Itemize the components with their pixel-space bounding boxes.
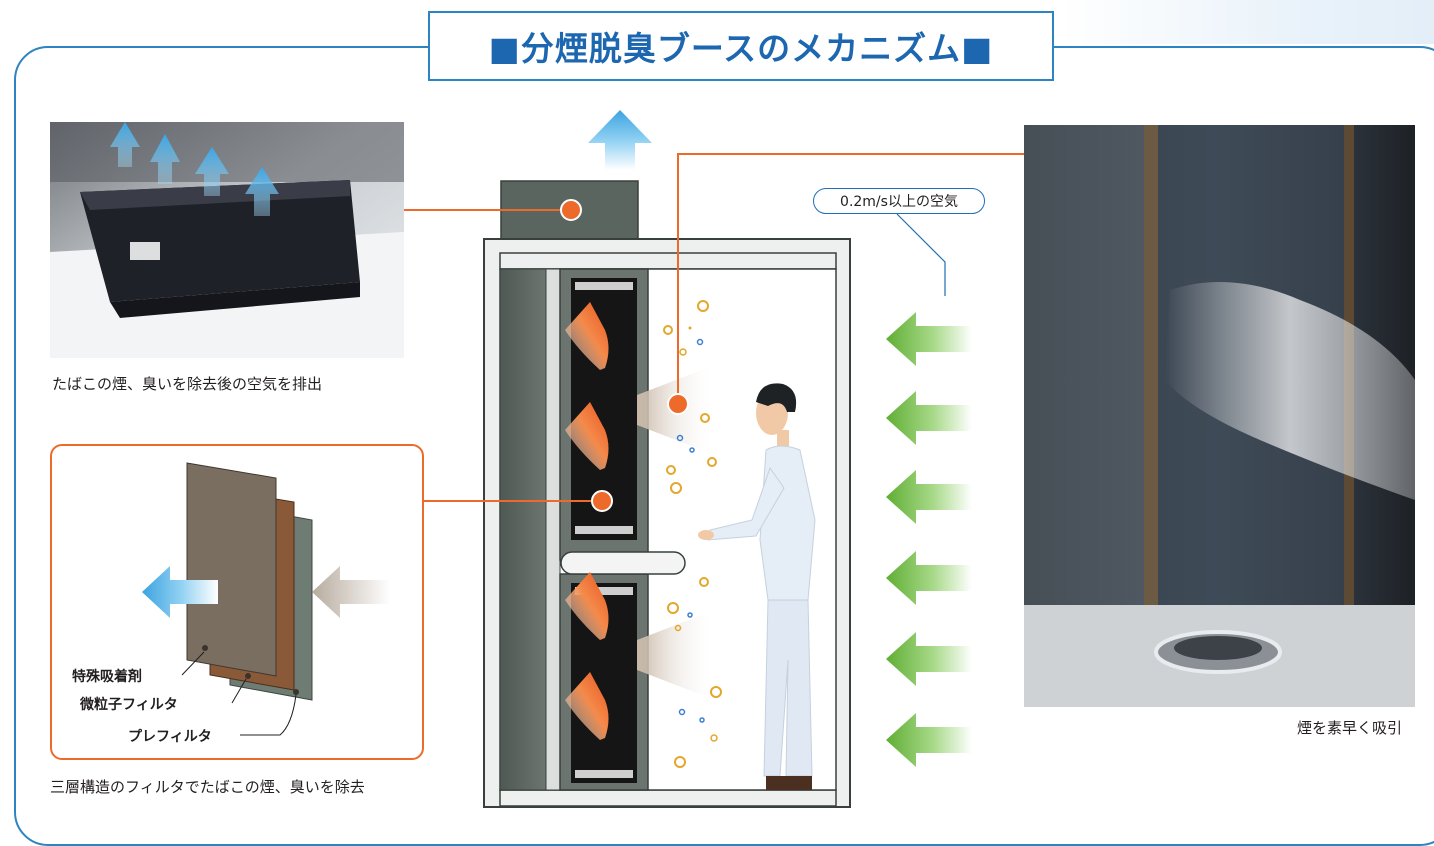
- filter-caption: 三層構造のフィルタでたばこの煙、臭いを除去: [50, 778, 365, 796]
- title-box: ■分煙脱臭ブースのメカニズム■: [428, 11, 1054, 81]
- exhaust-photo-art: [50, 122, 404, 358]
- suction-caption: 煙を素早く吸引: [1297, 719, 1403, 737]
- exhaust-photo: [50, 122, 404, 358]
- top-gradient-band: [1060, 0, 1434, 44]
- exhaust-caption: たばこの煙、臭いを除去後の空気を排出: [52, 375, 323, 393]
- page-title: ■分煙脱臭ブースのメカニズム■: [488, 29, 994, 68]
- filter-layer-label-adsorbent: 特殊吸着剤: [72, 669, 142, 685]
- filter-layer-label-particulate: 微粒子フィルタ: [80, 697, 178, 713]
- filter-layer-label-prefilter: プレフィルタ: [128, 729, 212, 745]
- airflow-speed-label: 0.2m/s以上の空気: [813, 188, 985, 214]
